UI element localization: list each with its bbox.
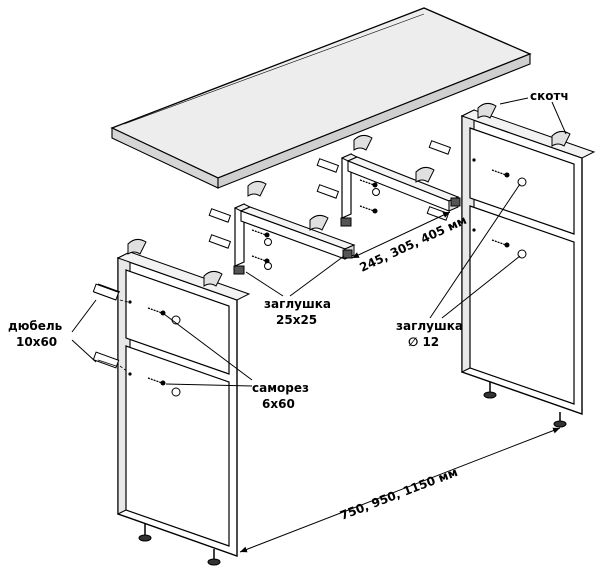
round-cap-size-label: ∅ 12: [408, 335, 439, 349]
width-dimension-label: 750, 950, 1150 мм: [338, 465, 459, 523]
screw: [491, 239, 510, 248]
tape-piece: [415, 166, 435, 183]
width-dimension-line: [239, 427, 561, 553]
leveling-foot: [207, 549, 221, 566]
right-frame-leg: [460, 109, 596, 415]
screw: [147, 377, 166, 386]
screw-size-label: 6х60: [262, 397, 295, 411]
dowel: [428, 140, 452, 155]
dowel-size-label: 10х60: [16, 335, 57, 349]
tape-piece: [477, 102, 497, 119]
tape-label: скотч: [530, 89, 569, 103]
round-cap: [264, 238, 272, 246]
leveling-foot: [483, 382, 497, 399]
screw-label: саморез: [252, 381, 309, 395]
square-cap: [340, 217, 352, 227]
screw: [359, 179, 378, 188]
square-cap: [233, 265, 245, 275]
dowel: [208, 234, 232, 249]
tape-piece: [353, 134, 373, 151]
round-cap: [372, 188, 380, 196]
tape-piece: [247, 180, 267, 197]
round-cap: [171, 387, 181, 397]
l-bracket-back: [340, 153, 460, 219]
square-cap: [342, 249, 353, 259]
screw: [359, 205, 378, 214]
l-bracket-front: [233, 203, 356, 267]
dowel: [92, 283, 121, 301]
square-cap-size-label: 25х25: [276, 313, 317, 327]
tabletop-panel: [110, 7, 532, 189]
tape-piece: [551, 130, 571, 147]
round-cap-label: заглушка: [396, 319, 463, 333]
dowel-label: дюбель: [8, 319, 63, 333]
tape-piece: [203, 270, 223, 287]
tape-piece: [127, 238, 147, 255]
square-cap: [450, 197, 461, 207]
dowel: [316, 158, 340, 173]
dowel: [208, 208, 232, 223]
square-cap-label: заглушка: [264, 297, 331, 311]
leveling-foot: [138, 524, 152, 542]
leveling-foot: [553, 412, 567, 428]
dowel: [92, 351, 120, 369]
screw: [491, 169, 510, 178]
left-frame-leg: [116, 251, 251, 557]
dowel: [316, 184, 340, 199]
bracket-dimension-line: [351, 211, 451, 259]
bracket-dimension-label: 245, 305, 405 мм: [357, 213, 468, 275]
tape-piece: [309, 214, 329, 231]
round-cap: [264, 262, 272, 270]
screw: [251, 229, 270, 238]
